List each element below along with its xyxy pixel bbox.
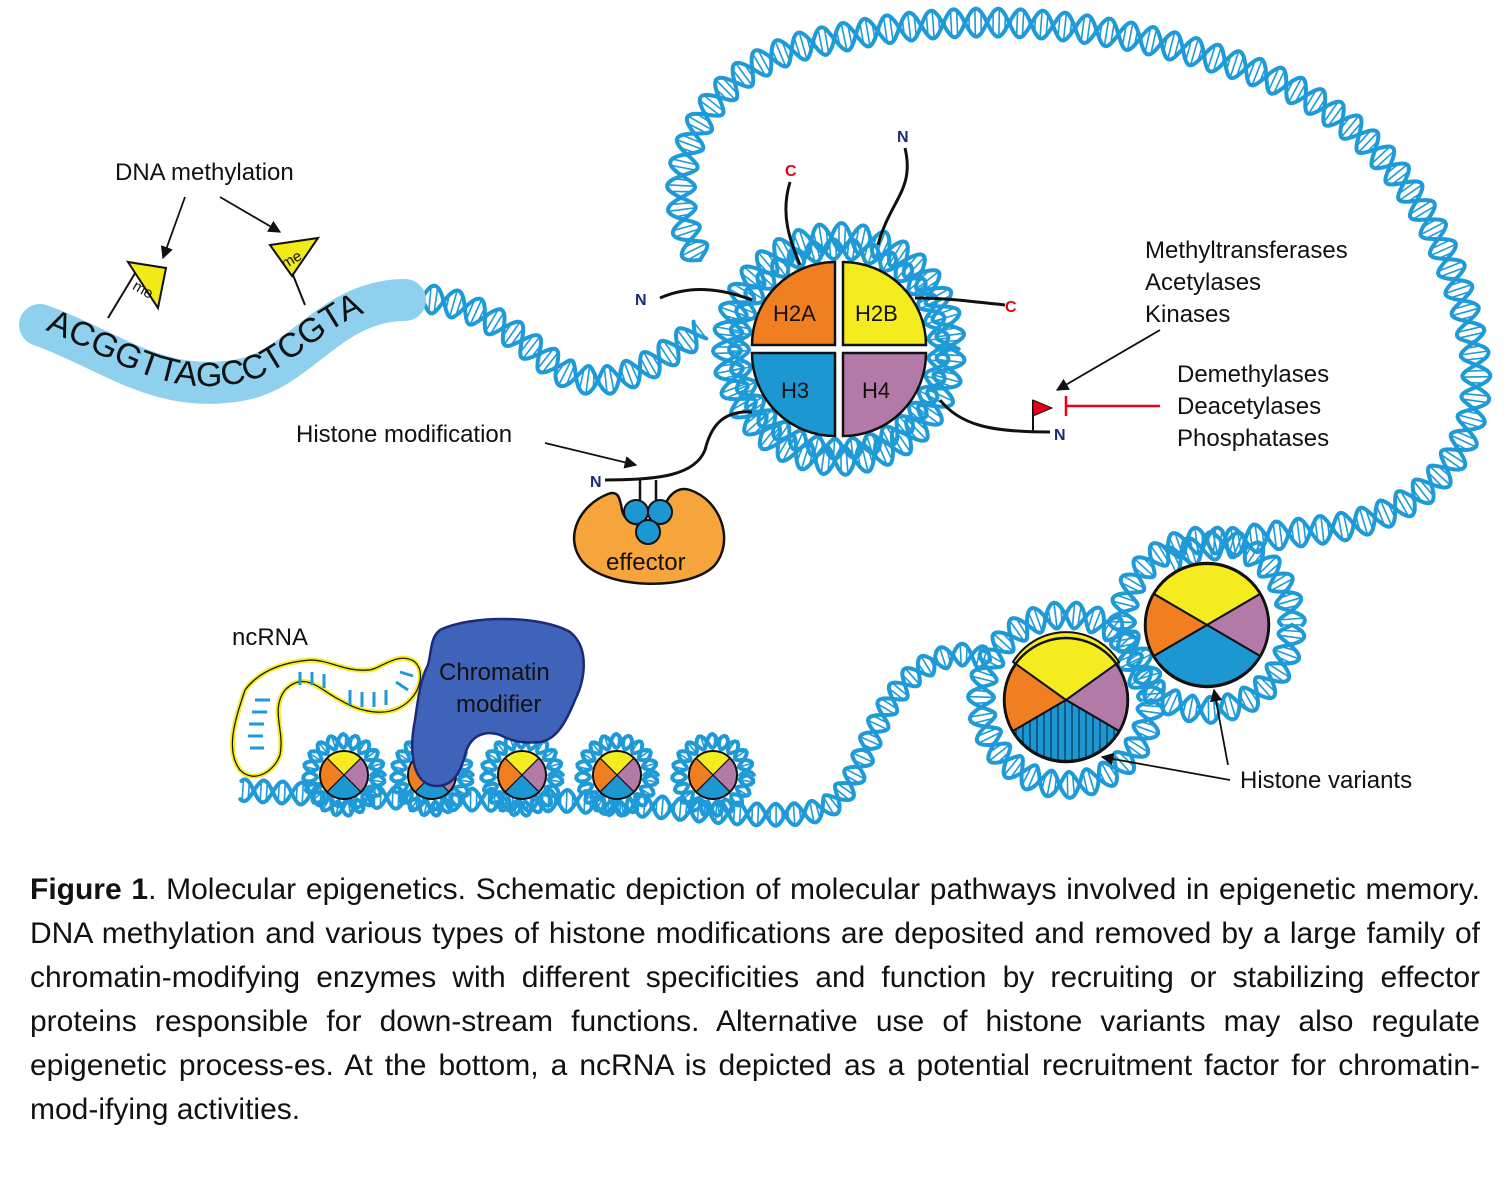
h2b-quadrant (841, 260, 928, 347)
ncrna-label: ncRNA (232, 624, 308, 651)
small-nucleosome (319, 750, 369, 800)
n-terminus-top: N (897, 129, 909, 146)
variant-arrow-2 (1209, 688, 1229, 766)
variant-arrow-1 (1100, 752, 1231, 781)
ncrna-bases (248, 670, 414, 750)
nucleosome-array (301, 731, 756, 818)
figure-caption: Figure 1. Molecular epigenetics. Schemat… (30, 868, 1480, 1132)
small-nucleosome (688, 750, 738, 800)
n-terminus-right: N (1054, 427, 1066, 444)
small-nucleosome (497, 750, 547, 800)
chromatin-modifier-label-1: Chromatin (439, 659, 550, 686)
histone-modification-label: Histone modification (296, 421, 512, 448)
chromatin-modifier-label-2: modifier (456, 691, 541, 718)
dna-double-helix (238, 6, 1493, 828)
writer-arrow (1055, 329, 1161, 391)
writer-label-3: Kinases (1145, 301, 1230, 328)
h3-quadrant (750, 351, 837, 438)
h2a-quadrant (750, 260, 837, 347)
caption-text: . Molecular epigenetics. Schematic depic… (30, 873, 1480, 1126)
eraser-label-3: Phosphatases (1177, 425, 1329, 452)
h2b-label: H2B (855, 301, 898, 326)
writer-label-1: Methyltransferases (1145, 237, 1348, 264)
epigenetics-diagram: ACGGTTAGCCTCGTA me me DNA methylation H2… (19, 6, 1493, 828)
n-terminus-left: N (635, 292, 647, 309)
methylated-dna-band (19, 279, 426, 404)
nucleosome-core (750, 260, 928, 438)
eraser-inhibition (1064, 396, 1160, 416)
figure-label: Figure 1 (30, 873, 149, 906)
h2a-label: H2A (773, 301, 816, 326)
n-terminus-effector: N (590, 474, 602, 491)
dna-sequence: ACGGTTAGCCTCGTA (42, 285, 368, 394)
h3-label: H3 (781, 378, 809, 403)
h4-label: H4 (862, 378, 890, 403)
c-terminus-right: C (1005, 299, 1017, 316)
dna-methylation-arrow-2 (219, 196, 282, 233)
histone-tails (604, 147, 1051, 482)
dna-methylation-label: DNA methylation (115, 159, 294, 186)
writer-label-2: Acetylases (1145, 269, 1261, 296)
histone-modification-arrow (544, 442, 638, 469)
variant-nucleosome-1 (1002, 631, 1130, 764)
chromatin-modifier (410, 617, 585, 788)
ncrna-hairpin (229, 655, 423, 779)
effector-protein (572, 480, 726, 586)
histone-variants-label: Histone variants (1240, 767, 1412, 794)
methyl-flag-2: me (268, 236, 321, 306)
eraser-label-2: Deacetylases (1177, 393, 1321, 420)
variant-nucleosome-2 (1143, 561, 1271, 689)
modification-flag (1032, 399, 1054, 432)
h4-quadrant (841, 351, 928, 438)
effector-label: effector (606, 549, 686, 576)
dna-methylation-arrow-1 (160, 196, 186, 260)
methyl-flag-1: me (107, 260, 168, 319)
eraser-label-1: Demethylases (1177, 361, 1329, 388)
c-terminus-top: C (785, 163, 797, 180)
small-nucleosome (592, 750, 642, 800)
